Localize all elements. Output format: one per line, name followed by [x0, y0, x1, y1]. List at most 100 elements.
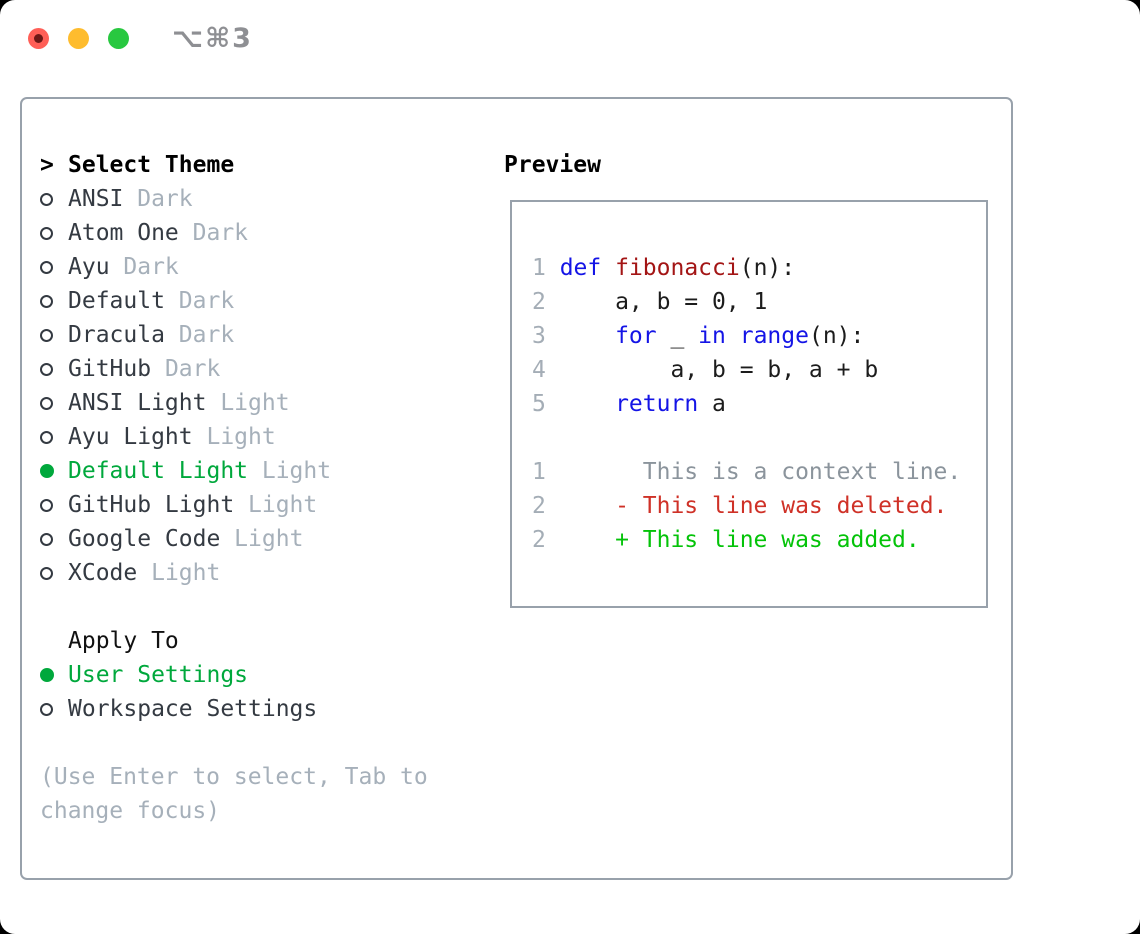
theme-variant-label: Dark [164, 288, 235, 314]
minimize-button[interactable] [68, 27, 89, 49]
radio-gutter [40, 328, 68, 342]
code-token: This is a context line. [559, 459, 962, 485]
theme-item-atom-one[interactable]: Atom One Dark [40, 216, 504, 250]
theme-variant-label: Light [206, 390, 290, 416]
radio-icon [40, 702, 53, 716]
code-line [532, 421, 986, 455]
code-token: range [739, 323, 809, 349]
line-number: 2 [532, 289, 546, 315]
radio-icon [40, 430, 53, 444]
theme-item-ayu-light[interactable]: Ayu Light Light [40, 420, 504, 454]
code-token: a [698, 391, 726, 417]
theme-item-google-code[interactable]: Google Code Light [40, 522, 504, 556]
theme-item-label: Default Light [68, 458, 249, 484]
theme-item-label: Ayu Light [68, 424, 193, 450]
line-number: 2 [532, 527, 546, 553]
code-token: in [698, 323, 726, 349]
cursor-icon: > [40, 152, 54, 178]
line-number: 5 [532, 391, 546, 417]
theme-item-dracula[interactable]: Dracula Dark [40, 318, 504, 352]
preview-header: Preview [504, 152, 601, 178]
line-number: 4 [532, 357, 546, 383]
spacer [40, 590, 504, 624]
apply-option-label: User Settings [68, 662, 249, 688]
code-line: 2 - This line was deleted. [532, 489, 986, 523]
theme-variant-label: Light [137, 560, 221, 586]
theme-variant-label: Light [248, 458, 332, 484]
theme-item-github[interactable]: GitHub Dark [40, 352, 504, 386]
code-token: a, b = b, a + b [559, 357, 879, 383]
radio-gutter [40, 532, 68, 546]
radio-gutter [40, 192, 68, 206]
code-token: (n): [808, 323, 865, 349]
preview-header-row: Preview [504, 148, 1011, 182]
radio-icon [40, 294, 53, 308]
theme-variant-label: Light [192, 424, 276, 450]
code-token: a, b = 0, 1 [559, 289, 768, 315]
theme-item-github-light[interactable]: GitHub Light Light [40, 488, 504, 522]
code-token [560, 323, 615, 349]
radio-selected-icon [40, 668, 54, 682]
code-line: 4 a, b = b, a + b [532, 353, 986, 387]
theme-item-label: Google Code [68, 526, 221, 552]
radio-icon [40, 362, 53, 376]
theme-list-header-row: > Select Theme [40, 148, 504, 182]
theme-item-xcode[interactable]: XCode Light [40, 556, 504, 590]
theme-item-label: ANSI [68, 186, 124, 212]
radio-icon [40, 260, 53, 274]
theme-variant-label: Light [234, 492, 318, 518]
code-token: + This line was added. [559, 527, 920, 553]
line-number: 2 [532, 493, 546, 519]
theme-item-label: ANSI Light [68, 390, 207, 416]
apply-to-header: Apply To [68, 628, 179, 654]
radio-icon [40, 566, 53, 580]
theme-item-label: XCode [68, 560, 138, 586]
radio-gutter [40, 396, 68, 410]
radio-icon [40, 532, 53, 546]
radio-gutter [40, 362, 68, 376]
code-line: 1 This is a context line. [532, 455, 986, 489]
theme-item-ansi[interactable]: ANSI Dark [40, 182, 504, 216]
theme-item-label: Atom One [68, 220, 179, 246]
code-line: 3 for _ in range(n): [532, 319, 986, 353]
theme-item-label: Dracula [68, 322, 165, 348]
theme-item-ayu[interactable]: Ayu Dark [40, 250, 504, 284]
theme-item-ansi-light[interactable]: ANSI Light Light [40, 386, 504, 420]
theme-item-label: Default [68, 288, 165, 314]
code-token: for [615, 323, 657, 349]
theme-variant-label: Dark [151, 356, 221, 382]
theme-variant-label: Dark [123, 186, 193, 212]
theme-item-label: GitHub [68, 356, 152, 382]
titlebar: ⌥⌘3 [0, 0, 1140, 76]
close-button[interactable] [28, 27, 49, 49]
zoom-button[interactable] [108, 27, 129, 49]
radio-gutter [40, 668, 68, 682]
theme-list-header: Select Theme [68, 152, 235, 178]
theme-item-default-light[interactable]: Default Light Light [40, 454, 504, 488]
theme-item-default[interactable]: Default Dark [40, 284, 504, 318]
line-number: 3 [532, 323, 546, 349]
window-title: ⌥⌘3 [172, 22, 253, 54]
code-line: 2 + This line was added. [532, 523, 986, 557]
radio-gutter [40, 566, 68, 580]
code-line: 2 a, b = 0, 1 [532, 285, 986, 319]
apply-option-user-settings[interactable]: User Settings [40, 658, 504, 692]
code-token [726, 323, 740, 349]
theme-variant-label: Dark [164, 322, 235, 348]
theme-item-label: Ayu [68, 254, 110, 280]
theme-variant-label: Dark [178, 220, 249, 246]
theme-variant-label: Dark [109, 254, 179, 280]
radio-icon [40, 226, 53, 240]
radio-icon [40, 498, 53, 512]
theme-item-label: GitHub Light [68, 492, 235, 518]
cursor-gutter: > [40, 152, 68, 178]
apply-to-header-row: Apply To [40, 624, 504, 658]
code-token: - This line was deleted. [559, 493, 948, 519]
apply-option-workspace-settings[interactable]: Workspace Settings [40, 692, 504, 726]
